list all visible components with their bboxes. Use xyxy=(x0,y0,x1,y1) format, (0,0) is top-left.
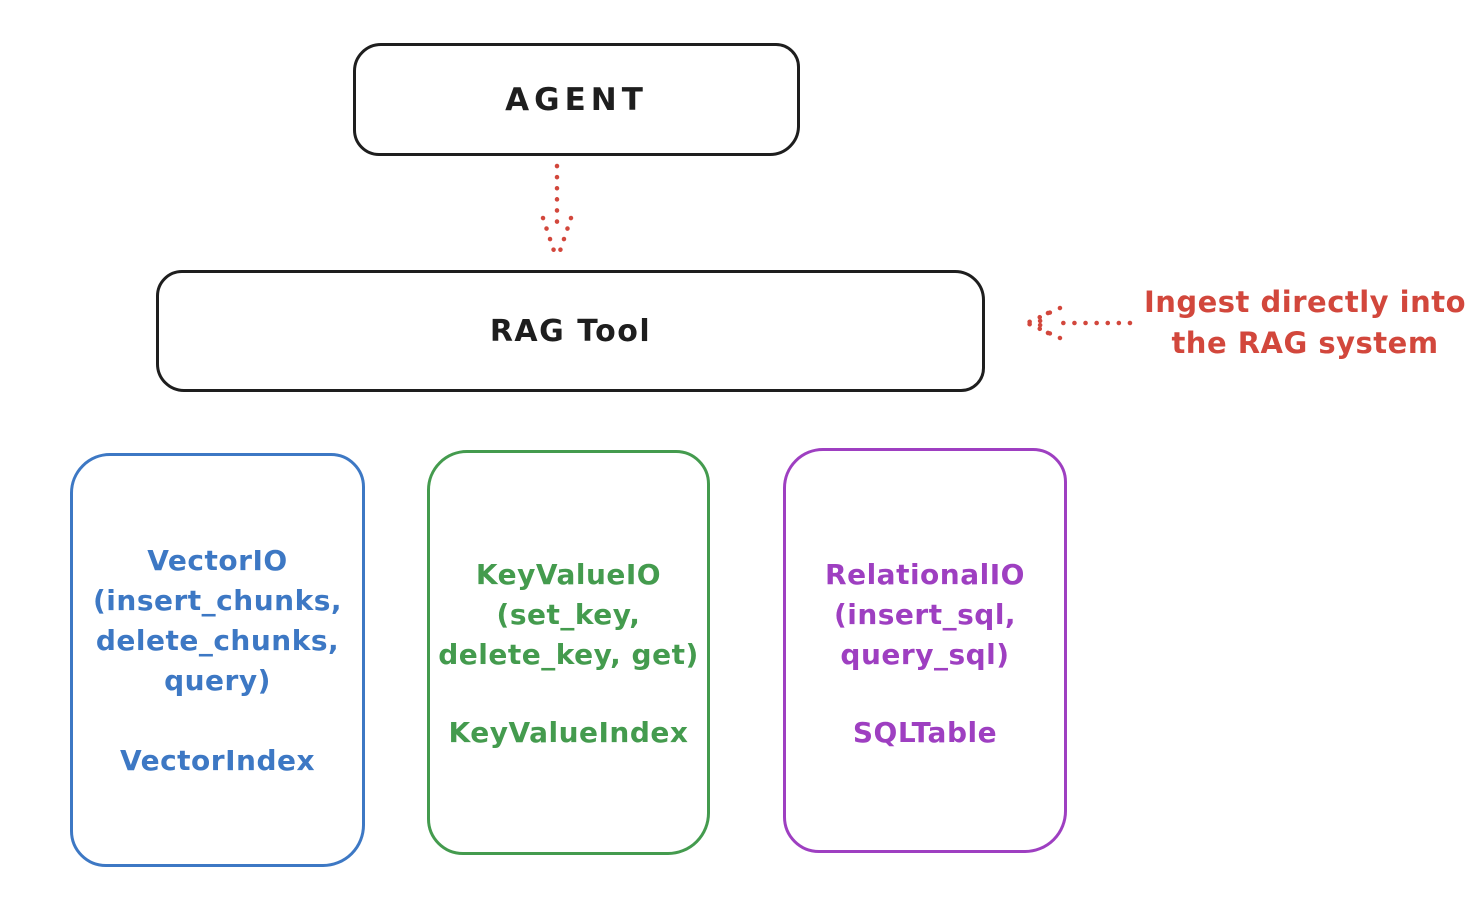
keyvalue-io-line: KeyValueIO xyxy=(475,558,662,591)
vector-index-label: VectorIndex xyxy=(119,744,316,777)
agent-box: AGENT xyxy=(353,43,800,156)
ingest-annotation-line2: the RAG system xyxy=(1171,326,1439,360)
relational-io-line: RelationalIO xyxy=(825,558,1025,591)
backend-box-relational-io: RelationalIO (insert_sql, query_sql) SQL… xyxy=(783,448,1067,853)
rag-tool-label: RAG Tool xyxy=(489,313,652,349)
keyvalue-io-line: delete_key, get) xyxy=(438,638,699,671)
vector-io-line: (insert_chunks, xyxy=(93,584,342,617)
sql-table-label: SQLTable xyxy=(852,716,998,749)
ingest-arrow-icon xyxy=(1024,305,1133,341)
backend-keyvalue-io-text: KeyValueIO (set_key, delete_key, get) Ke… xyxy=(430,453,707,852)
keyvalue-io-label: KeyValueIO (set_key, delete_key, get) xyxy=(430,555,707,675)
backend-box-vector-io: VectorIO (insert_chunks, delete_chunks, … xyxy=(70,453,365,867)
backend-vector-io-text: VectorIO (insert_chunks, delete_chunks, … xyxy=(73,456,362,864)
vector-io-line: delete_chunks, xyxy=(95,624,340,657)
relational-io-line: (insert_sql, xyxy=(833,598,1017,631)
keyvalue-io-line: (set_key, xyxy=(496,598,641,631)
keyvalue-index-label: KeyValueIndex xyxy=(448,716,689,749)
vector-io-line: VectorIO xyxy=(147,544,288,577)
relational-io-line: query_sql) xyxy=(840,638,1010,671)
ingest-annotation: Ingest directly into the RAG system xyxy=(1130,282,1480,364)
relational-io-label: RelationalIO (insert_sql, query_sql) xyxy=(786,555,1064,675)
rag-tool-box: RAG Tool xyxy=(156,270,985,392)
agent-label: AGENT xyxy=(505,81,648,118)
agent-to-rag-arrow-icon xyxy=(540,163,574,263)
ingest-annotation-line1: Ingest directly into xyxy=(1143,285,1467,319)
backend-box-keyvalue-io: KeyValueIO (set_key, delete_key, get) Ke… xyxy=(427,450,710,855)
vector-io-label: VectorIO (insert_chunks, delete_chunks, … xyxy=(73,541,362,701)
backend-relational-io-text: RelationalIO (insert_sql, query_sql) SQL… xyxy=(786,451,1064,850)
vector-io-line: query) xyxy=(164,664,271,697)
